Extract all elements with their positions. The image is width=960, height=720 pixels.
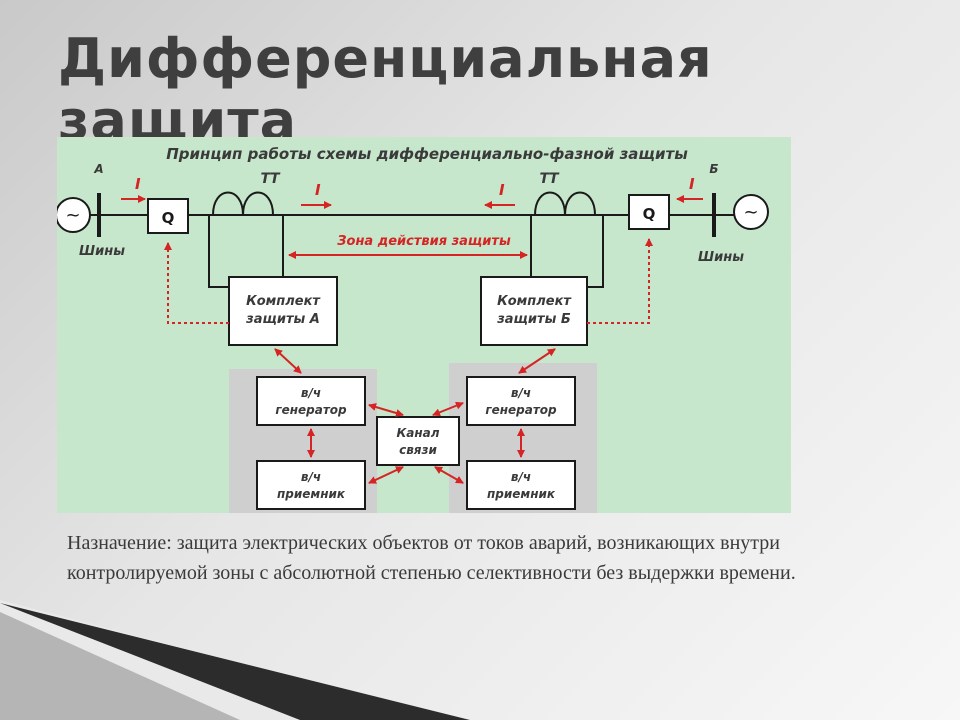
label-b: Б [709, 162, 718, 176]
communication-channel [376, 416, 460, 466]
hf-receiver-right [466, 460, 576, 510]
protection-set-b-line1: Комплект [497, 294, 572, 309]
switch-right [628, 194, 670, 230]
protection-set-a [228, 276, 338, 346]
protection-set-a-line1: Комплект [246, 294, 321, 309]
ct-wire-left-b [273, 214, 284, 277]
ct-wire-right-b [579, 214, 604, 288]
link-gen-right-channel [432, 401, 464, 417]
protection-diagram: Принцип работы схемы дифференциально-фаз… [57, 145, 769, 513]
protection-set-b [480, 276, 588, 346]
trip-signal-right [587, 238, 653, 324]
slide-caption: Назначение: защита электрических объекто… [67, 532, 796, 584]
hf-receiver-right-line1: в/ч [511, 470, 531, 484]
switch-left [147, 198, 189, 234]
slide-title: Дифференциальная защита [58, 27, 713, 152]
deco-wedge-mid [0, 612, 240, 720]
hf-receiver-left-line2: приемник [277, 487, 346, 501]
switch-left-label: Q [162, 209, 175, 227]
bus-label-left: Шины [79, 244, 125, 259]
label-a: А [93, 162, 103, 176]
hf-receiver-left-line1: в/ч [301, 470, 321, 484]
link-rx-right-channel [434, 466, 464, 484]
svg-text:I: I [135, 175, 141, 193]
generator-icon: ~ [733, 194, 769, 230]
hf-generator-right-line2: генератор [485, 403, 557, 417]
diagram-panel: Принцип работы схемы дифференциально-фаз… [57, 137, 791, 513]
link-protection-a-hf [274, 348, 302, 374]
hf-receiver-left [256, 460, 366, 510]
switch-right-label: Q [643, 205, 656, 223]
current-arrow-icon: I [676, 175, 703, 203]
ct-wire-right-a [530, 214, 535, 282]
link-protection-b-hf [518, 348, 556, 374]
communication-channel-line2: связи [399, 443, 437, 457]
current-arrow-icon: I [121, 175, 146, 203]
generator-icon: ~ [57, 197, 91, 233]
hf-generator-left-line1: в/ч [301, 386, 321, 400]
ct-wire-left-a [208, 214, 229, 288]
link-gen-left-channel [368, 403, 404, 417]
current-transformer-right [534, 191, 596, 216]
current-transformer-left [212, 191, 274, 216]
diagram-header: Принцип работы схемы дифференциально-фаз… [166, 145, 688, 163]
protection-set-a-line2: защиты А [245, 312, 320, 327]
tt-label-right: ТТ [539, 171, 560, 187]
svg-text:~: ~ [743, 202, 758, 223]
hf-generator-left [256, 376, 366, 426]
tt-label-left: ТТ [260, 171, 281, 187]
deco-wedge-dark [0, 603, 470, 720]
svg-text:~: ~ [65, 205, 80, 226]
bus-label-right: Шины [698, 250, 744, 265]
hf-generator-right [466, 376, 576, 426]
link-rx-left-channel [368, 466, 404, 484]
protection-set-b-line2: защиты Б [496, 312, 571, 327]
trip-signal-left [164, 242, 229, 324]
hf-generator-right-line1: в/ч [511, 386, 531, 400]
zone-label: Зона действия защиты [337, 234, 511, 249]
hf-generator-left-line2: генератор [275, 403, 347, 417]
communication-channel-line1: Канал [396, 426, 439, 440]
current-arrow-icon: I [301, 181, 332, 209]
hf-receiver-right-line2: приемник [487, 487, 556, 501]
svg-text:I: I [499, 181, 505, 199]
current-arrow-icon: I [484, 181, 515, 209]
svg-text:I: I [689, 175, 695, 193]
svg-text:I: I [315, 181, 321, 199]
